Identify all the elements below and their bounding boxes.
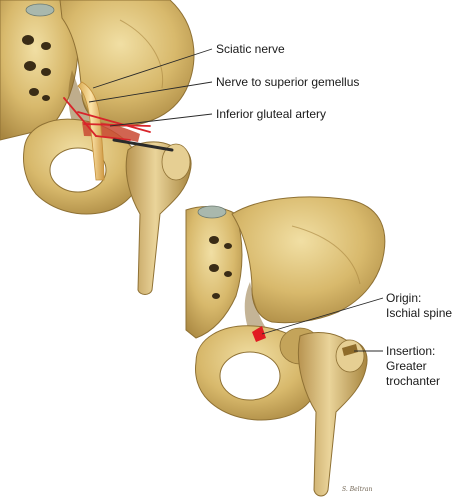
- lower-iliac-wing: [231, 196, 386, 324]
- label-insertion-line3: trochanter: [386, 374, 441, 388]
- lower-sacral-foramina: [209, 236, 232, 299]
- label-insertion-line2: Greater: [386, 359, 427, 373]
- upper-leader-lines: [88, 48, 213, 127]
- label-origin-line1: Origin:: [386, 291, 422, 305]
- upper-pointer-rod: [112, 138, 174, 152]
- upper-disc-top: [25, 3, 55, 17]
- lower-disc-top: [197, 205, 227, 219]
- origin-marker: [252, 326, 266, 342]
- lower-obturator-foramen: [219, 351, 281, 401]
- label-origin-line2: Ischial spine: [386, 306, 453, 320]
- label-insertion-line1: Insertion:: [386, 344, 436, 358]
- upper-sacral-foramina: [22, 35, 51, 101]
- upper-sciatic-nerve: [77, 81, 105, 181]
- lower-femur: [297, 332, 368, 497]
- label-nerve-to-superior-gemellus: Nerve to superior gemellus: [216, 75, 359, 90]
- lower-leader-lines: [261, 297, 384, 352]
- upper-obturator-foramen: [49, 147, 107, 193]
- label-insertion: Insertion: Greater trochanter: [386, 344, 440, 389]
- label-inferior-gluteal-artery: Inferior gluteal artery: [216, 107, 326, 122]
- label-origin: Origin: Ischial spine: [386, 291, 452, 321]
- label-nerve-to-superior-gemellus-text: Nerve to superior gemellus: [216, 75, 360, 89]
- lower-pelvis-view: [185, 196, 386, 497]
- label-sciatic-nerve: Sciatic nerve: [216, 42, 285, 57]
- artist-signature: S. Beltran: [342, 486, 373, 493]
- label-sciatic-nerve-text: Sciatic nerve: [216, 42, 285, 56]
- insertion-marker: [342, 344, 358, 356]
- upper-pelvis-view: [0, 0, 213, 295]
- label-inferior-gluteal-artery-text: Inferior gluteal artery: [216, 107, 327, 121]
- lower-sacrum: [185, 206, 243, 339]
